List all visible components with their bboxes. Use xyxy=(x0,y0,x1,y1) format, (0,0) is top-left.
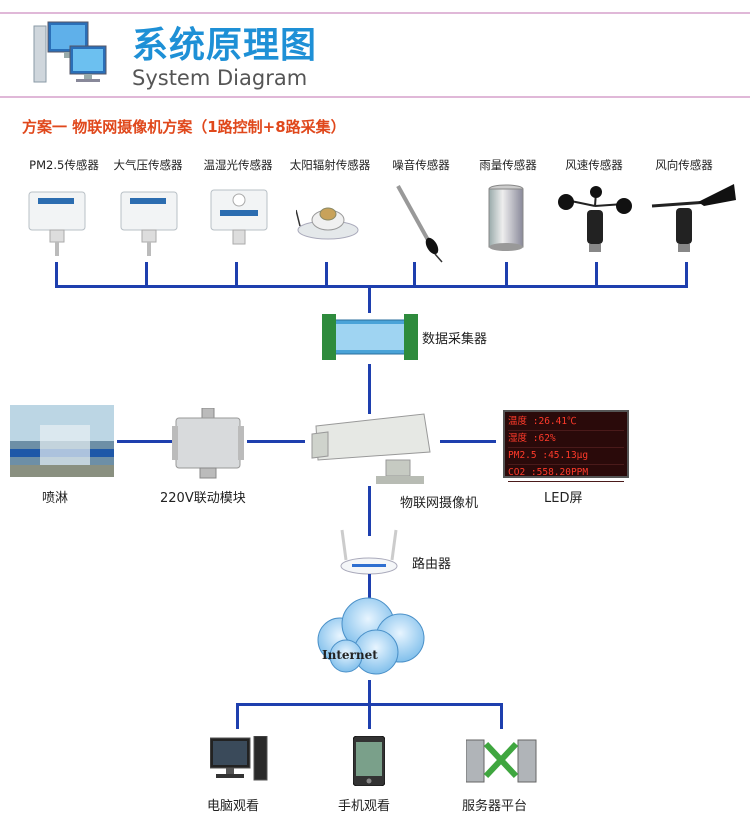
iot-camera-icon xyxy=(306,408,436,492)
header-divider xyxy=(0,96,750,98)
endpoint-drop-line xyxy=(236,703,239,729)
spine-line-1 xyxy=(368,287,371,313)
led-row: CO2 :558.20PPM xyxy=(508,465,624,482)
monitor-logo-icon xyxy=(30,20,110,86)
sprinkler-link-line xyxy=(117,440,173,443)
spine-line-5 xyxy=(368,680,371,704)
led-screen-label: LED屏 xyxy=(544,491,583,506)
endpoint-label-mobile: 手机观看 xyxy=(338,799,391,814)
led-screen-display: 温度 :26.41℃ 湿度 :62% PM2.5 :45.13μg CO2 :5… xyxy=(503,410,629,482)
spine-line-3 xyxy=(368,486,371,536)
sensor-label-wind-speed: 风速传感器 xyxy=(565,158,623,172)
linkage-module-icon xyxy=(172,407,244,484)
rain-gauge-icon xyxy=(486,184,526,256)
anemometer-icon xyxy=(556,186,634,260)
sensor-bus-line xyxy=(55,285,688,288)
router-label: 路由器 xyxy=(412,557,452,572)
led-row: 温度 :26.41℃ xyxy=(508,414,624,431)
pressure-sensor-icon xyxy=(118,188,180,262)
sensor-label-solar-radiation: 太阳辐射传感器 xyxy=(289,158,371,172)
sensor-drop-line xyxy=(145,262,148,286)
sensor-drop-line xyxy=(595,262,598,286)
spine-line-4 xyxy=(368,574,371,600)
noise-sensor-icon xyxy=(392,182,452,268)
temp-humidity-light-sensor-icon xyxy=(208,186,270,262)
sensor-drop-line xyxy=(505,262,508,286)
data-collector-icon xyxy=(321,310,419,368)
sprinkler-photo xyxy=(10,405,114,477)
endpoint-label-pc: 电脑观看 xyxy=(207,799,260,814)
led-row: PM2.5 :45.13μg xyxy=(508,448,624,465)
sensor-drop-line xyxy=(413,262,416,286)
sensor-drop-line xyxy=(685,262,688,286)
sensor-drop-line xyxy=(325,262,328,286)
sensor-label-wind-direction: 风向传感器 xyxy=(655,158,713,172)
internet-label: Internet xyxy=(322,648,378,662)
module-link-line xyxy=(247,440,305,443)
sensor-label-temp-humidity-light: 温湿光传感器 xyxy=(203,158,273,172)
led-row: 湿度 :62% xyxy=(508,431,624,448)
sprinkler-label: 喷淋 xyxy=(42,491,69,506)
endpoint-label-server: 服务器平台 xyxy=(462,799,528,814)
solar-radiation-sensor-icon xyxy=(295,190,360,246)
collector-label: 数据采集器 xyxy=(422,332,488,347)
led-link-line xyxy=(440,440,496,443)
spine-line-2 xyxy=(368,364,371,414)
internet-cloud-icon xyxy=(306,594,432,684)
page-subtitle: System Diagram xyxy=(132,66,308,90)
server-platform-icon xyxy=(465,736,538,788)
pm25-sensor-icon xyxy=(26,188,88,262)
router-icon xyxy=(338,528,400,580)
sensor-label-noise: 噪音传感器 xyxy=(392,158,450,172)
page-title: 系统原理图 xyxy=(132,25,318,66)
sensor-label-pressure: 大气压传感器 xyxy=(113,158,183,172)
sensor-label-rain: 雨量传感器 xyxy=(479,158,537,172)
sensor-drop-line xyxy=(55,262,58,286)
top-divider xyxy=(0,12,750,14)
endpoint-drop-line xyxy=(500,703,503,729)
endpoint-drop-line xyxy=(368,703,371,729)
desktop-computer-icon xyxy=(209,735,268,786)
camera-label: 物联网摄像机 xyxy=(400,496,479,511)
linkage-module-label: 220V联动模块 xyxy=(160,491,246,506)
sensor-drop-line xyxy=(235,262,238,286)
sensor-label-pm25: PM2.5传感器 xyxy=(29,158,99,172)
wind-vane-icon xyxy=(648,184,738,260)
scheme-title: 方案一 物联网摄像机方案（1路控制+8路采集） xyxy=(22,118,346,136)
mobile-phone-icon xyxy=(352,735,386,790)
